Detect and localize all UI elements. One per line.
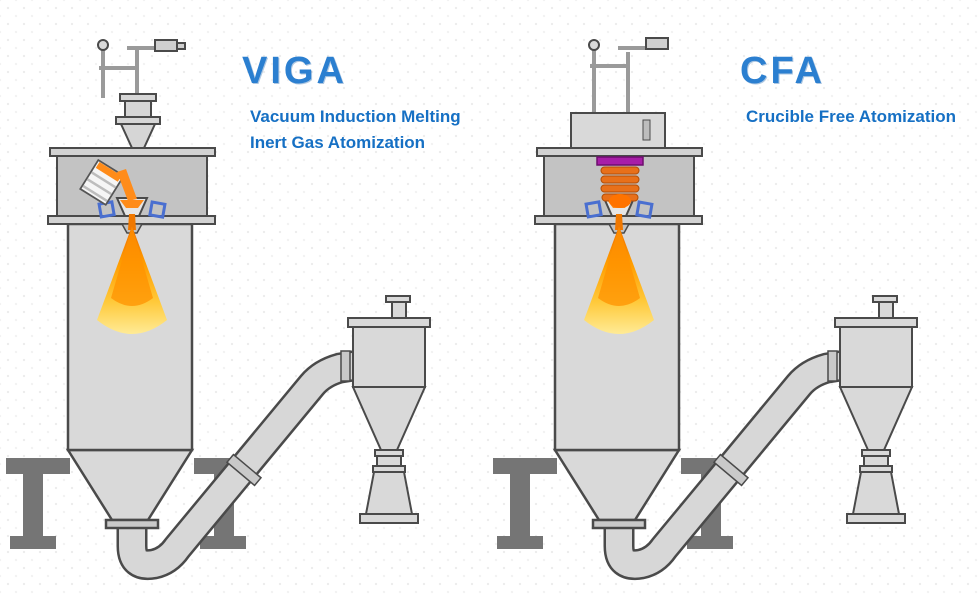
cfa-feed-housing (570, 112, 666, 149)
valve-handwheel-icon (97, 39, 109, 51)
cfa-baseplate (596, 156, 644, 166)
cfa-title: CFA (740, 50, 825, 92)
viga-subtitle-line-2: Inert Gas Atomization (250, 132, 426, 152)
viga-subtitle-line-1: Vacuum Induction Melting (250, 107, 461, 126)
viga-assembly (6, 148, 430, 565)
cfa-top-mechanism (588, 37, 669, 113)
cfa-subtitle-line-1: Crucible Free Atomization (746, 107, 957, 126)
viga-title: VIGA (242, 50, 347, 92)
viga-top-mechanism (97, 39, 186, 98)
viga-subtitle: Vacuum Induction Melting Inert Gas Atomi… (250, 104, 461, 155)
cfa-housing-slot (642, 119, 651, 141)
viga-stopper-assembly (115, 93, 161, 149)
melt-glow (609, 194, 631, 208)
pour-stream (117, 169, 137, 201)
actuator-box (154, 39, 178, 52)
actuator-box (645, 37, 669, 50)
valve-handwheel-icon (588, 39, 600, 51)
tilting-crucible (79, 158, 137, 207)
cfa-assembly (493, 148, 917, 565)
cfa-subtitle: Crucible Free Atomization (746, 104, 956, 130)
